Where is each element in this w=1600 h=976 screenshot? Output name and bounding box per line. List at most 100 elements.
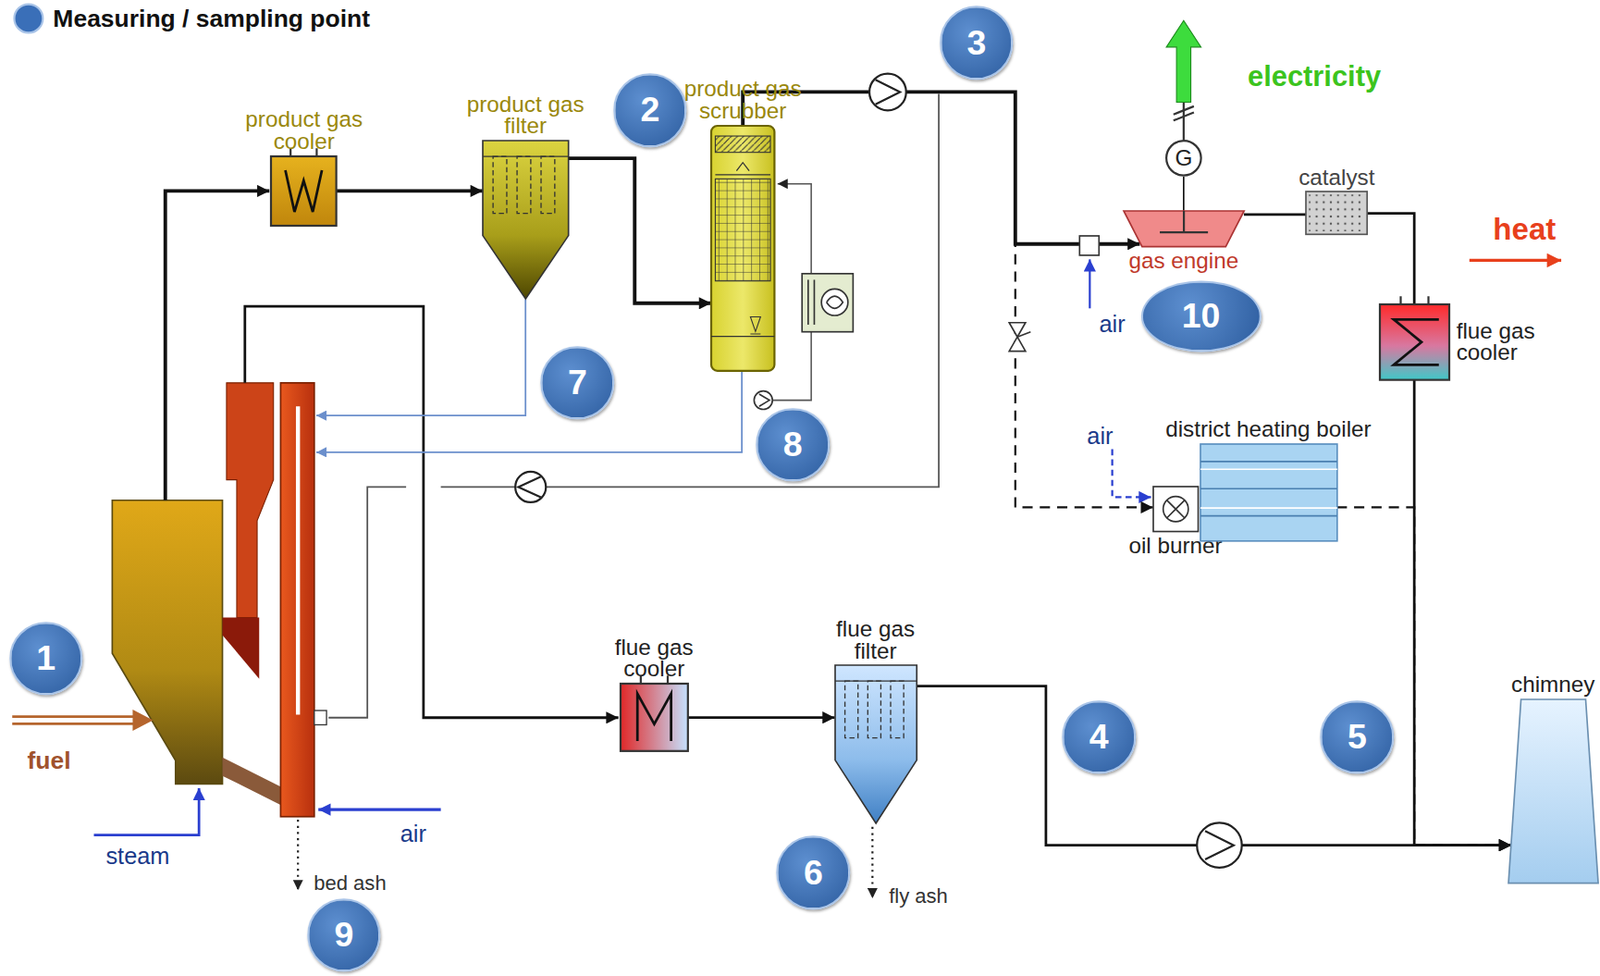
dashed-pipe bbox=[742, 91, 1154, 507]
flow-label: fuel bbox=[26, 745, 71, 775]
exchanger-coil bbox=[637, 693, 671, 741]
callout-number: 4 bbox=[1062, 700, 1136, 774]
combustion-riser bbox=[280, 382, 314, 817]
boiler-tube bbox=[1200, 506, 1338, 509]
equipment-label: product gas filter bbox=[454, 93, 597, 138]
callout-number: 6 bbox=[776, 836, 850, 910]
callout-number: 9 bbox=[307, 898, 381, 972]
feed-arrows bbox=[12, 714, 135, 718]
filter-body bbox=[835, 664, 917, 824]
pipe-line bbox=[1182, 176, 1185, 212]
filter-vessel: flue gas filter bbox=[835, 664, 917, 824]
pump-symbol bbox=[821, 288, 849, 316]
chimney-body bbox=[1508, 699, 1599, 884]
flow-label: heat bbox=[1492, 211, 1556, 247]
exchanger-body bbox=[620, 683, 689, 751]
burner-box: oil burner bbox=[1153, 486, 1199, 532]
feed-arrows bbox=[871, 826, 874, 899]
pipe-line bbox=[1414, 380, 1512, 846]
equipment-label: product gas scrubber bbox=[665, 77, 819, 123]
fan-symbol bbox=[515, 471, 546, 503]
pipe-line bbox=[688, 715, 836, 719]
gas-pipes bbox=[245, 306, 619, 718]
feed-arrows bbox=[12, 722, 135, 726]
node-outline bbox=[835, 664, 917, 824]
equipment-label: gas engine bbox=[1102, 249, 1267, 272]
valve-symbol bbox=[1017, 332, 1031, 338]
dashed-pipe bbox=[1336, 506, 1512, 845]
node-outline bbox=[1200, 443, 1338, 542]
filter-bag bbox=[541, 156, 555, 214]
heat-exchanger: flue gas cooler bbox=[620, 683, 689, 751]
fan-symbol bbox=[875, 79, 900, 104]
scrubber-column: product gas scrubber bbox=[711, 125, 775, 371]
node-outline bbox=[1123, 210, 1244, 247]
valve-symbol bbox=[1009, 322, 1031, 352]
equipment-label: catalyst bbox=[1275, 166, 1398, 189]
combustion-riser bbox=[295, 406, 300, 714]
fan-symbol bbox=[869, 73, 907, 111]
feed-arrows bbox=[296, 819, 299, 890]
callout-number: 3 bbox=[939, 6, 1013, 80]
equipment-label: flue gas cooler bbox=[1456, 320, 1569, 365]
node-outline bbox=[270, 156, 337, 226]
feed-arrows bbox=[12, 258, 1151, 899]
filter-body bbox=[482, 140, 569, 299]
engine-shaft bbox=[1159, 210, 1208, 233]
gas-pipes bbox=[165, 94, 939, 718]
node-outline bbox=[1153, 486, 1199, 532]
filter-bag bbox=[492, 156, 507, 214]
gas-pipes bbox=[328, 486, 407, 717]
pump-symbol bbox=[759, 393, 770, 407]
scrubber-shell bbox=[711, 125, 775, 371]
callout-number: 7 bbox=[541, 345, 615, 419]
filter-bag bbox=[890, 680, 904, 739]
equipment-label: chimney bbox=[1487, 673, 1600, 696]
callout-number: 10 bbox=[1141, 280, 1262, 352]
fan-symbol bbox=[1205, 830, 1234, 860]
node-outline bbox=[482, 140, 569, 299]
gas-pipes bbox=[165, 190, 271, 500]
gas-pipes bbox=[316, 370, 742, 453]
catalyst-box: catalyst bbox=[1305, 191, 1367, 234]
pump-symbol bbox=[826, 295, 844, 308]
flow-label: fly ash bbox=[888, 884, 948, 909]
filter-bag bbox=[516, 156, 531, 214]
output-arrows bbox=[1166, 20, 1202, 102]
fan-symbol bbox=[1196, 822, 1243, 868]
output-arrows bbox=[1173, 111, 1194, 121]
flow-label: electricity bbox=[1247, 60, 1381, 94]
node-outline bbox=[1508, 699, 1599, 884]
demister bbox=[714, 135, 771, 153]
feed-arrows bbox=[94, 787, 200, 836]
return-inlet bbox=[314, 710, 327, 725]
equipment-label: product gas cooler bbox=[233, 108, 376, 153]
level-mark bbox=[750, 316, 761, 334]
combustion-riser bbox=[222, 617, 260, 679]
callout-number: 1 bbox=[9, 621, 83, 695]
boiler-tube bbox=[1200, 460, 1338, 463]
burner-body bbox=[1153, 486, 1199, 532]
equipment-label: flue gas cooler bbox=[598, 636, 711, 681]
mixer-symbol bbox=[1079, 235, 1099, 256]
packing bbox=[714, 178, 771, 281]
boiler-body bbox=[1200, 443, 1338, 542]
chimney-stack: chimney bbox=[1508, 699, 1599, 884]
node-outline bbox=[711, 125, 775, 371]
flow-label: bed ash bbox=[313, 871, 386, 896]
pump-symbol bbox=[801, 273, 853, 333]
legend-text: Measuring / sampling point bbox=[52, 3, 370, 33]
gas-engine: gas engine bbox=[1123, 210, 1244, 247]
feed-arrows bbox=[1088, 258, 1091, 308]
equipment-label: district heating boiler bbox=[1161, 418, 1377, 441]
return-inlet bbox=[314, 710, 327, 725]
flow-label: air bbox=[1086, 422, 1113, 450]
boiler-tube bbox=[1200, 515, 1338, 517]
gas-pipes bbox=[316, 298, 526, 416]
gas-pipes bbox=[441, 94, 939, 488]
pipe-line bbox=[1243, 212, 1306, 216]
exchanger-coil bbox=[1393, 319, 1440, 365]
